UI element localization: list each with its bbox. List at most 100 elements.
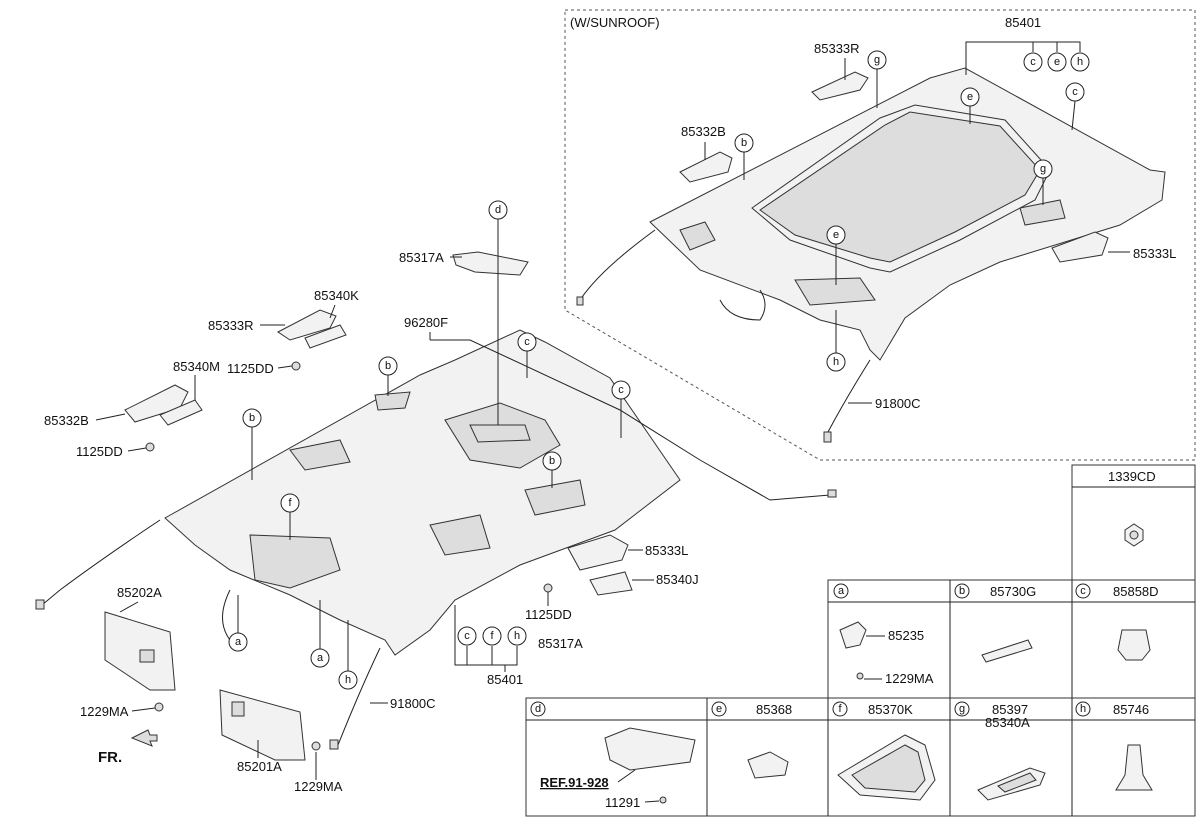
leader-1229MA-a bbox=[131, 707, 156, 712]
leader-85401-main-bracket bbox=[454, 605, 518, 666]
sunroof-grip-r bbox=[1019, 199, 1066, 226]
label-85401-main: 85401 bbox=[487, 672, 523, 687]
table-1339CD-label: 1339CD bbox=[1108, 469, 1156, 484]
table-cell-b: b 85730G bbox=[954, 583, 1036, 663]
table-cell-g: g 85397 85340A bbox=[954, 701, 1046, 801]
table-f-85370K: 85370K bbox=[868, 702, 913, 717]
svg-text:c: c bbox=[618, 384, 624, 396]
callout-c-sr2: c bbox=[1065, 82, 1085, 131]
part-85340J-grip bbox=[589, 571, 633, 596]
part-1229MA-screw-table bbox=[856, 672, 864, 680]
part-85317A-lamp-bezel bbox=[452, 251, 529, 276]
label-85333L-sunroof: 85333L bbox=[1133, 246, 1176, 261]
label-1125DD-b: 1125DD bbox=[76, 444, 123, 459]
part-85730G-tape bbox=[981, 639, 1033, 663]
table-a-1229MA: 1229MA bbox=[885, 671, 934, 686]
front-arrow-icon bbox=[130, 729, 158, 747]
label-1125DD-c: 1125DD bbox=[525, 607, 572, 622]
callout-e-sr1: e bbox=[1047, 52, 1067, 72]
table-h-85746: 85746 bbox=[1113, 702, 1149, 717]
part-85235-clip bbox=[839, 621, 867, 649]
callout-h-main: h bbox=[338, 620, 358, 690]
part-85332B-bracket bbox=[124, 384, 189, 423]
svg-text:a: a bbox=[317, 652, 324, 664]
svg-text:b: b bbox=[741, 137, 747, 149]
label-fr: FR. bbox=[98, 749, 122, 766]
svg-text:b: b bbox=[959, 585, 965, 597]
label-1229MA-b: 1229MA bbox=[294, 779, 343, 794]
callout-c-sr1: c bbox=[1023, 52, 1043, 72]
callout-c-main3: c bbox=[457, 626, 477, 646]
part-1125DD-screw-b bbox=[145, 442, 155, 452]
part-85858D-clip bbox=[1117, 629, 1151, 661]
table-a-85235: 85235 bbox=[888, 628, 924, 643]
svg-text:h: h bbox=[345, 674, 351, 686]
harness-96280F bbox=[430, 339, 831, 501]
svg-text:h: h bbox=[514, 630, 520, 642]
svg-text:e: e bbox=[967, 91, 973, 103]
table-g-85397: 85397 bbox=[992, 702, 1028, 717]
sunroof-wire-right bbox=[827, 359, 871, 433]
callout-e-sr3: e bbox=[826, 225, 846, 285]
svg-text:c: c bbox=[464, 630, 470, 642]
label-85332B-sunroof: 85332B bbox=[681, 124, 726, 139]
part-1125DD-screw-c bbox=[543, 583, 553, 593]
part-11291-screw bbox=[659, 796, 667, 804]
label-1125DD-a: 1125DD bbox=[227, 361, 274, 376]
sunroof-connector-left bbox=[576, 296, 584, 306]
harness-a bbox=[222, 589, 231, 641]
leader-1125DD-a bbox=[277, 365, 293, 369]
leader-85401-bracket bbox=[965, 41, 1081, 56]
callout-b-main1: b bbox=[378, 356, 398, 396]
part-85333L-bracket bbox=[567, 534, 629, 571]
svg-text:d: d bbox=[535, 703, 541, 715]
svg-text:a: a bbox=[838, 585, 845, 597]
harness-96280F-connector bbox=[827, 489, 837, 498]
sunroof-wire-left bbox=[579, 229, 656, 301]
label-85317A-bot: 85317A bbox=[538, 636, 583, 651]
table-b-85730G: 85730G bbox=[990, 584, 1036, 599]
svg-text:e: e bbox=[1054, 56, 1060, 68]
svg-text:h: h bbox=[1080, 703, 1086, 715]
part-85201A-sunvisor bbox=[219, 689, 306, 761]
headliner-recess-2 bbox=[289, 439, 351, 471]
leader-85202A bbox=[119, 601, 139, 613]
table-d-11291: 11291 bbox=[605, 795, 640, 810]
label-91800C-sunroof: 91800C bbox=[875, 396, 921, 411]
headliner-grip-rear bbox=[524, 479, 586, 516]
callout-h-main2: h bbox=[507, 626, 527, 646]
table-g-85340A: 85340A bbox=[985, 715, 1030, 730]
part-overhead-console-ref bbox=[604, 727, 696, 771]
callout-a-main2: a bbox=[310, 600, 330, 668]
svg-text:g: g bbox=[874, 54, 880, 66]
svg-text:a: a bbox=[235, 636, 242, 648]
label-85202A: 85202A bbox=[117, 585, 162, 600]
callout-a-main: a bbox=[228, 595, 248, 652]
table-cell-e: e 85368 bbox=[711, 701, 792, 779]
svg-text:d: d bbox=[495, 204, 501, 216]
svg-text:h: h bbox=[1077, 56, 1083, 68]
svg-text:f: f bbox=[288, 497, 292, 509]
harness-left-connector bbox=[35, 599, 45, 610]
label-85333R: 85333R bbox=[208, 318, 254, 333]
svg-text:g: g bbox=[959, 703, 965, 715]
table-d-ref: REF.91-928 bbox=[540, 775, 609, 790]
callout-b-sr: b bbox=[734, 133, 754, 180]
svg-text:g: g bbox=[1040, 163, 1046, 175]
sunroof-85333R-part bbox=[811, 71, 869, 101]
part-1339CD-nut-hole bbox=[1129, 530, 1139, 540]
callout-b-main2: b bbox=[242, 408, 262, 480]
sunroof-85332B-part bbox=[679, 151, 733, 183]
svg-text:h: h bbox=[833, 356, 839, 368]
sunvisor-mirror-left bbox=[139, 649, 155, 663]
sunroof-connector-right bbox=[823, 431, 832, 443]
main-assembly: 85317A 85340K 85333R 96280F 85340M 1125D… bbox=[35, 200, 837, 794]
callout-f-main: f bbox=[280, 493, 300, 540]
part-85333R-bracket bbox=[277, 309, 337, 341]
callout-h-sr2: h bbox=[826, 310, 846, 372]
label-85332B: 85332B bbox=[44, 413, 89, 428]
svg-text:e: e bbox=[833, 229, 839, 241]
svg-text:c: c bbox=[1072, 86, 1078, 98]
table-cell-d: d REF.91-928 11291 bbox=[530, 701, 696, 810]
